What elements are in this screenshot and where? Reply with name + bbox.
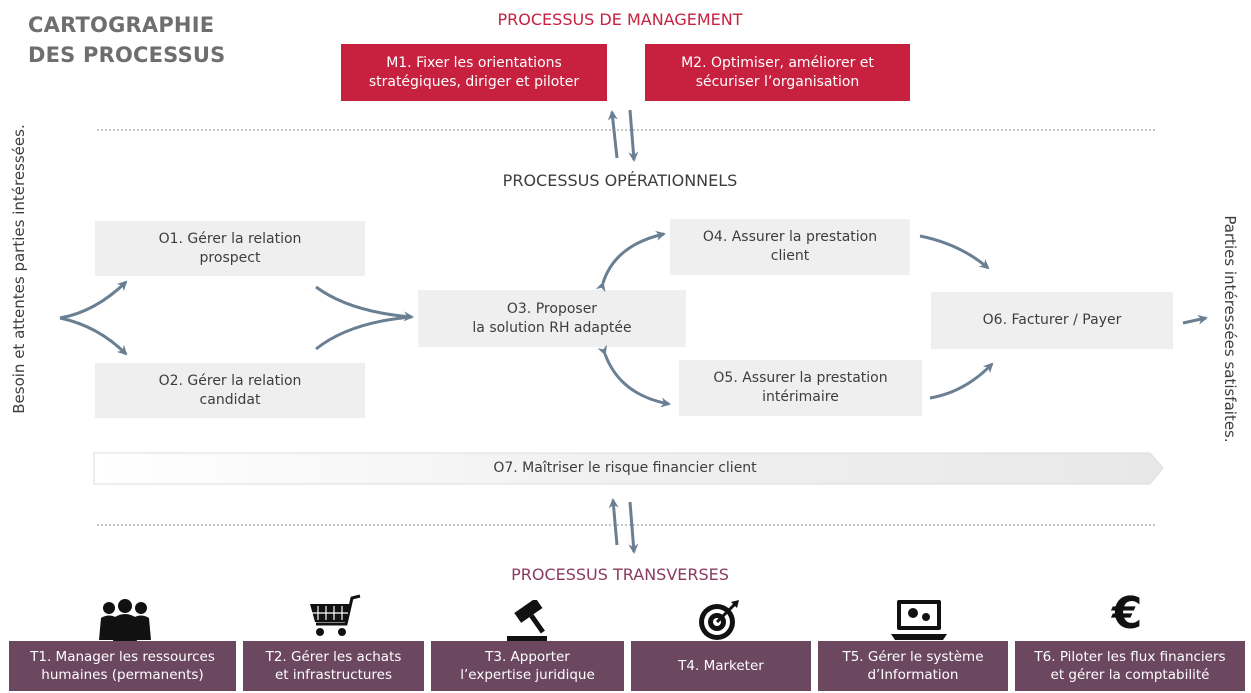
arrow-down-from-management [628,109,639,162]
process-m1-line2: stratégiques, diriger et piloter [368,73,580,90]
page-title-line1: CARTOGRAPHIE [28,13,215,37]
process-t3-line2: l’expertise juridique [460,667,595,683]
process-o7[interactable]: O7. Maîtriser le risque financier client [380,453,870,484]
process-t1-line1: T1. Manager les ressources [30,649,215,665]
process-t6-line2: et gérer la comptabilité [1050,667,1210,683]
process-t3-line1: T3. Apporter [485,649,570,665]
process-o2-line2: candidat [199,391,261,408]
process-t5-line1: T5. Gérer le système [842,649,984,665]
arrow-input-to-o1 [59,280,128,320]
arrow-o5-to-o6 [929,362,994,400]
arrow-o6-to-output [1182,314,1208,325]
arrow-input-to-o2 [59,316,128,356]
process-o5[interactable]: O5. Assurer la prestation intérimaire [679,360,922,416]
process-o5-line2: intérimaire [762,389,839,405]
process-o4-line1: O4. Assurer la prestation [702,229,878,245]
process-o6[interactable]: O6. Facturer / Payer [931,292,1173,349]
process-t4[interactable]: T4. Marketer [631,641,811,691]
arrow-o4-to-o6 [919,234,990,270]
process-m2-line2: sécuriser l’organisation [695,73,860,90]
process-o3-line1: O3. Proposer [506,300,598,317]
process-o6-label: O6. Facturer / Payer [982,312,1122,328]
process-t2-line2: et infrastructures [274,667,393,683]
process-o1-line1: O1. Gérer la relation [158,230,302,247]
process-o7-label: O7. Maîtriser le risque financier client [493,460,757,476]
euro-icon: € [1111,588,1143,639]
process-t1-line2: humaines (permanents) [41,667,204,683]
process-o2-line1: O2. Gérer la relation [158,372,302,389]
process-t3[interactable]: T3. Apporter l’expertise juridique [431,641,624,691]
process-m1-line1: M1. Fixer les orientations [386,54,562,71]
arrow-up-to-management [607,110,619,159]
process-o7-band [93,452,1164,485]
people-icon [95,598,155,642]
management-section-title: PROCESSUS DE MANAGEMENT [497,10,743,29]
process-t1[interactable]: T1. Manager les ressources humaines (per… [9,641,236,691]
process-o3-line2: la solution RH adaptée [472,319,632,336]
arrow-o2-to-o3 [315,315,413,351]
process-o4[interactable]: O4. Assurer la prestation client [670,219,910,275]
arrow-o3-o5 [597,344,671,408]
computer-gears-icon [891,598,947,642]
arrow-down-to-transverse [628,501,639,554]
process-t5[interactable]: T5. Gérer le système d’Information [818,641,1008,691]
arrow-up-from-transverse [608,498,619,546]
shopping-cart-icon [306,594,362,640]
process-t2-line1: T2. Gérer les achats [265,649,402,665]
process-t2[interactable]: T2. Gérer les achats et infrastructures [243,641,424,691]
page-title: CARTOGRAPHIE DES PROCESSUS [28,10,225,70]
operational-section-title: PROCESSUS OPÉRATIONNELS [502,171,738,190]
gavel-icon [503,598,559,642]
process-o3[interactable]: O3. Proposer la solution RH adaptée [418,290,686,347]
target-icon [695,598,741,642]
process-o1-line2: prospect [199,249,261,266]
process-o5-line1: O5. Assurer la prestation [713,370,888,386]
process-t6-line1: T6. Piloter les flux financiers [1034,649,1226,665]
arrow-o3-o4 [595,230,666,293]
transverse-section-title: PROCESSUS TRANSVERSES [511,565,729,584]
arrow-o1-to-o3 [315,285,414,322]
process-o2[interactable]: O2. Gérer la relation candidat [95,363,365,418]
process-m2[interactable]: M2. Optimiser, améliorer et sécuriser l’… [645,44,910,101]
page-title-line2: DES PROCESSUS [28,43,226,67]
process-t6[interactable]: T6. Piloter les flux financiers et gérer… [1015,641,1245,691]
process-m2-line1: M2. Optimiser, améliorer et [681,54,874,71]
process-t5-line2: d’Information [867,667,959,683]
process-o1[interactable]: O1. Gérer la relation prospect [95,221,365,276]
process-t4-line1: T4. Marketer [678,658,764,674]
process-m1[interactable]: M1. Fixer les orientations stratégiques,… [341,44,607,101]
process-o4-line2: client [770,248,810,264]
